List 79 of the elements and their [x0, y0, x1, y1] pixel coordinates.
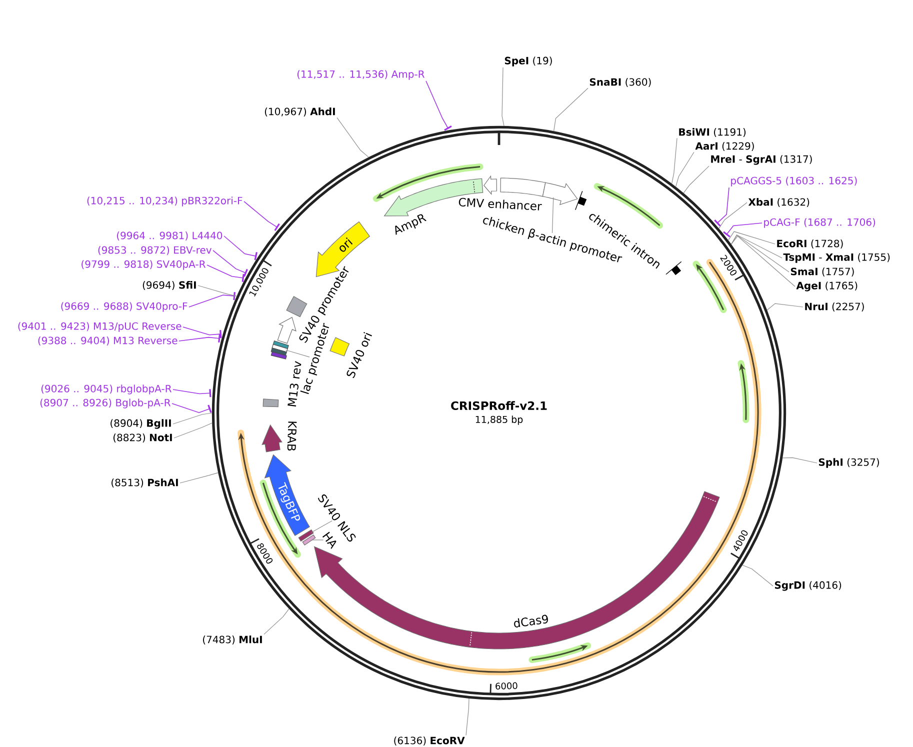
- feature-band: [484, 175, 497, 195]
- leader-line: [198, 285, 238, 297]
- tick-label: 4000: [734, 530, 748, 552]
- site-label: (10,967) AhdI: [264, 108, 335, 116]
- feature-band: [542, 182, 578, 206]
- leader-line: [180, 472, 218, 484]
- leader-line: [718, 202, 748, 229]
- leader-line: [683, 166, 710, 194]
- primer-label: (9026 .. 9045) rbglobpA-R: [41, 384, 172, 394]
- leader-line: [172, 403, 212, 414]
- leader-line: [206, 264, 244, 282]
- leader-line: [730, 236, 796, 287]
- site-label: AarI (1229): [695, 142, 754, 151]
- leader-line: [336, 117, 369, 158]
- leader-line: [172, 412, 212, 424]
- site-label: (6136) EcoRV: [394, 736, 465, 746]
- feature-box: [286, 296, 308, 318]
- primer-label: (10,215 .. 10,234) pBR322ori-F: [87, 196, 242, 206]
- primer-label: (8907 .. 8926) Bglob-pA-R: [40, 398, 171, 408]
- leader-line: [172, 389, 212, 398]
- site-label: SphI (3257): [818, 458, 879, 468]
- feature-label: HA: [322, 532, 336, 550]
- leader-line: [426, 80, 452, 131]
- tick-label: 6000: [496, 682, 518, 690]
- leader-line: [311, 520, 332, 533]
- site-label: SgrDI (4016): [774, 581, 842, 591]
- site-label: NruI (2257): [805, 302, 864, 312]
- primer-label: (9964 .. 9981) L4440: [117, 232, 222, 240]
- leader-line: [766, 303, 804, 310]
- primer-label: pCAGGS-5 (1603 .. 1625): [731, 176, 857, 186]
- leader-line: [466, 698, 470, 736]
- site-label: BsiWI (1191): [679, 128, 746, 137]
- leader-line: [502, 67, 504, 126]
- site-label: (7483) MluI: [203, 636, 262, 644]
- leader-line: [782, 457, 818, 464]
- leader-line: [553, 88, 588, 132]
- leader-line: [244, 201, 280, 231]
- leader-line: [264, 608, 290, 635]
- site-label: MreI - SgrAI (1317): [711, 155, 812, 165]
- feature-label: KRAB: [287, 422, 297, 451]
- site-label: SnaBI (360): [590, 78, 651, 87]
- site-label: TspMI - XmaI (1755): [783, 253, 890, 263]
- site-label: (8904) BglII: [110, 419, 171, 429]
- site-label: AgeI (1765): [796, 282, 858, 292]
- leader-line: [188, 292, 236, 308]
- feature-box: [298, 529, 314, 542]
- feature-label: M13 rev: [288, 360, 302, 406]
- feature-label: SV40 ori: [346, 332, 372, 378]
- primer-label: (9401 .. 9423) M13/pUC Reverse: [18, 322, 182, 332]
- site-label: SmaI (1757): [790, 268, 854, 276]
- feature-box: [262, 398, 279, 408]
- site-label: EcoRI (1728): [777, 240, 843, 248]
- feature-label: CMV enhancer: [458, 198, 542, 210]
- primer-label: (9388 .. 9404) M13 Reverse: [38, 336, 178, 346]
- leader-line: [742, 564, 774, 586]
- leader-line: [552, 197, 554, 234]
- leader-line: [671, 138, 678, 184]
- leader-line: [723, 222, 762, 238]
- leader-line: [212, 250, 248, 277]
- primer-label: (9799 .. 9818) SV40pA-R: [82, 260, 206, 270]
- site-label: XbaI (1632): [748, 198, 810, 207]
- leader-line: [675, 152, 694, 188]
- leader-line: [730, 234, 782, 258]
- feature-label: dCas9: [514, 614, 548, 628]
- primer-label: (11,517 .. 11,536) Amp-R: [297, 70, 424, 80]
- site-label: (9694) SfiI: [142, 281, 196, 290]
- leader-line: [285, 350, 310, 358]
- site-label: (8823) NotI: [114, 434, 172, 442]
- site-label: (8513) PshAI: [112, 478, 178, 488]
- site-label: SpeI (19): [504, 56, 552, 66]
- primer-label: (9853 .. 9872) EBV-rev: [98, 246, 212, 255]
- leader-line: [730, 234, 790, 272]
- leader-line: [224, 236, 258, 260]
- leader-line: [182, 326, 222, 338]
- primer-label: (9669 .. 9688) SV40pro-F: [61, 302, 188, 312]
- leader-line: [174, 422, 212, 438]
- leader-line: [728, 231, 776, 244]
- primer-label: pCAG-F (1687 .. 1706): [764, 218, 876, 228]
- leader-line: [714, 187, 730, 226]
